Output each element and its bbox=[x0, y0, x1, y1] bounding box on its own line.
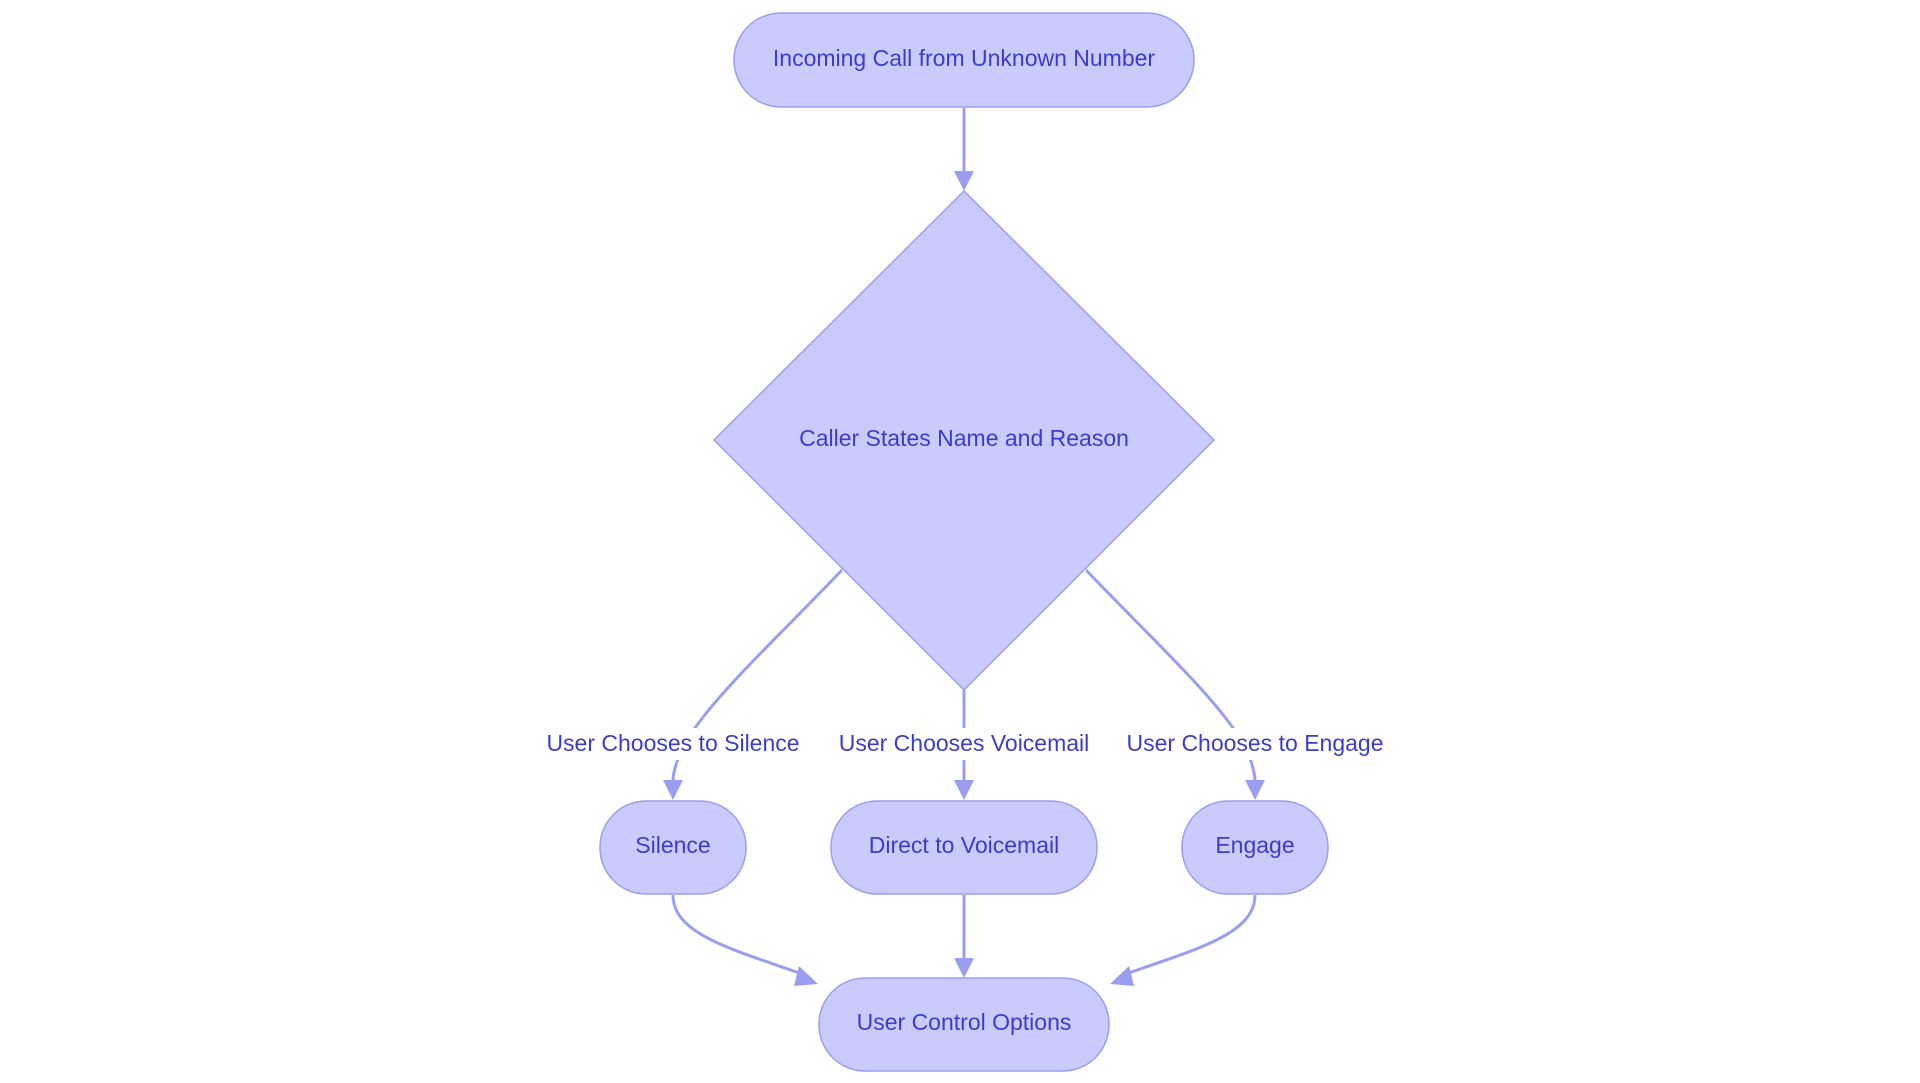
arrow-decision-to-silence bbox=[663, 780, 683, 800]
node-engage-shape bbox=[1181, 800, 1329, 895]
edge-decision-to-engage bbox=[1084, 568, 1257, 783]
edge-label-silence-text: User Chooses to Silence bbox=[546, 730, 799, 756]
edge-label-engage-text: User Chooses to Engage bbox=[1127, 730, 1384, 756]
node-incoming-call: Incoming Call from Unknown Number bbox=[733, 12, 1195, 108]
edge-engage-to-control bbox=[1122, 894, 1257, 977]
edge-labels: User Chooses to Silence User Chooses Voi… bbox=[538, 728, 1390, 760]
arrow-incoming-to-decision bbox=[954, 171, 974, 191]
edges bbox=[663, 108, 1265, 986]
arrow-decision-to-engage bbox=[1245, 780, 1265, 800]
arrow-voicemail-to-control bbox=[954, 958, 974, 978]
node-decision-shape bbox=[712, 189, 1216, 692]
node-voicemail-shape bbox=[830, 800, 1098, 895]
nodes: Incoming Call from Unknown Number Caller… bbox=[599, 12, 1329, 1072]
edge-silence-to-control bbox=[671, 894, 806, 977]
node-user-control-options: User Control Options bbox=[818, 977, 1110, 1072]
node-voicemail: Direct to Voicemail bbox=[830, 800, 1098, 895]
edge-label-voicemail-text: User Chooses Voicemail bbox=[839, 730, 1090, 756]
edge-label-engage: User Chooses to Engage bbox=[1120, 728, 1390, 760]
arrow-silence-to-control bbox=[794, 966, 818, 986]
node-incoming-call-label: Incoming Call from Unknown Number bbox=[773, 45, 1156, 71]
arrow-decision-to-voicemail bbox=[954, 780, 974, 800]
node-decision-label: Caller States Name and Reason bbox=[799, 425, 1129, 451]
edge-decision-to-silence bbox=[671, 568, 844, 783]
node-incoming-call-shape bbox=[733, 12, 1195, 108]
arrow-engage-to-control bbox=[1110, 966, 1134, 986]
node-silence: Silence bbox=[599, 800, 747, 895]
edge-label-silence: User Chooses to Silence bbox=[538, 728, 808, 760]
node-engage: Engage bbox=[1181, 800, 1329, 895]
node-user-control-options-label: User Control Options bbox=[857, 1009, 1072, 1035]
node-silence-shape bbox=[599, 800, 747, 895]
edge-label-voicemail: User Chooses Voicemail bbox=[834, 728, 1094, 760]
node-engage-label: Engage bbox=[1215, 832, 1294, 858]
node-voicemail-label: Direct to Voicemail bbox=[869, 832, 1059, 858]
node-decision: Caller States Name and Reason bbox=[712, 189, 1216, 692]
node-silence-label: Silence bbox=[635, 832, 710, 858]
node-user-control-options-shape bbox=[818, 977, 1110, 1072]
